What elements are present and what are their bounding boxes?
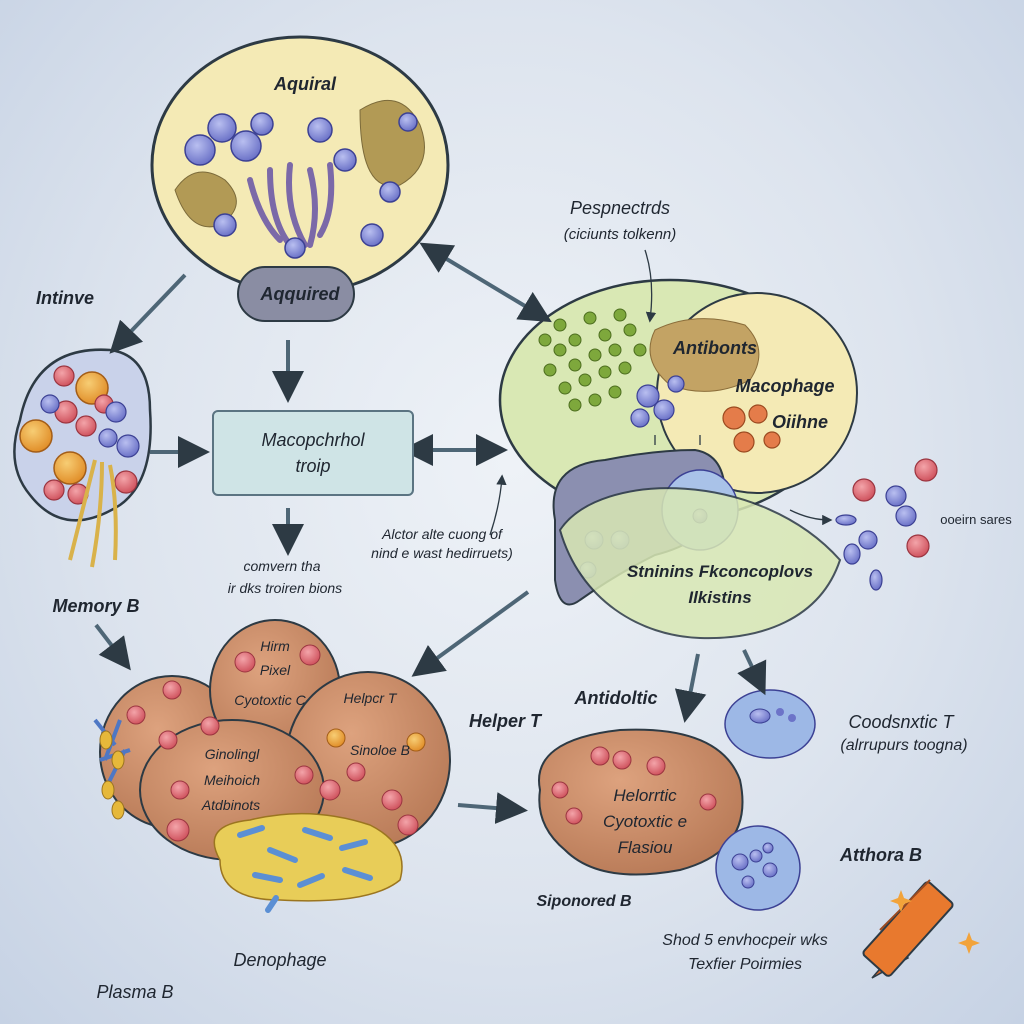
memory-cell-label-4: Helpcr T xyxy=(343,690,397,706)
coodsnxtic-t-cell xyxy=(724,689,816,759)
macophage-cell xyxy=(498,278,858,640)
label-coodsnxtic-t: Coodsnxtic T xyxy=(848,712,954,732)
label-siponored-b: Siponored B xyxy=(536,893,632,910)
label-alctor-2: nind e wast hedirruets) xyxy=(371,545,513,561)
macopchrhol-box: Macopchrhol troip xyxy=(212,410,414,496)
label-intinve: Intinve xyxy=(35,288,94,308)
label-aquiral: Aquiral xyxy=(273,74,336,94)
label-plasma-b: Plasma B xyxy=(96,982,174,1002)
label-denophage: Denophage xyxy=(233,950,327,970)
thin-pointer-lines xyxy=(489,249,833,536)
label-stninins-2: Ilkistins xyxy=(688,588,752,607)
label-helorrtic-2: Cyotoxtic e xyxy=(602,812,688,831)
memory-cell-label-7: Meihoich xyxy=(203,772,261,788)
label-helorrtic-3: Flasiou xyxy=(617,838,673,857)
label-pespnectrds: Pespnectrds xyxy=(569,198,671,218)
label-coodsnxtic-sub: (alrrupurs toogna) xyxy=(840,737,968,754)
label-pespnectrds-sub: (ciciunts tolkenn) xyxy=(563,226,677,243)
memory-cell-label-5: Sinoloe B xyxy=(350,742,410,758)
label-antibonts: Antibonts xyxy=(673,338,757,358)
label-antidoltic: Antidoltic xyxy=(574,688,658,708)
crayon-icon xyxy=(862,879,954,979)
label-macophage: Macophage xyxy=(735,376,835,396)
connector-arrows xyxy=(94,242,767,825)
label-shod-1: Shod 5 envhocpeir wks xyxy=(662,932,828,949)
label-stninins-1: Stninins Fkconcoplovs xyxy=(626,562,814,581)
label-convern-1: comvern tha xyxy=(243,558,321,574)
memory-cell-label-3: Cyotoxtic C xyxy=(234,692,306,708)
sparkle-icon xyxy=(890,890,980,954)
label-convern-2: ir dks troiren bions xyxy=(227,580,343,596)
box-line-1: Macopchrhol xyxy=(261,430,365,450)
label-helper-t: Helper T xyxy=(468,711,542,731)
atthora-b-cell xyxy=(715,825,801,911)
label-atthora-b: Atthora B xyxy=(840,845,922,865)
memory-cell-label-8: Atdbinots xyxy=(201,797,261,813)
label-ooein-sares: ooeirn sares xyxy=(940,512,1012,527)
label-helorrtic-1: Helorrtic xyxy=(613,786,677,805)
label-shod-2: Texfier Poirmies xyxy=(687,956,803,973)
memory-cell-label-6: Ginolingl xyxy=(204,746,260,762)
label-memory-b: Memory B xyxy=(52,596,140,616)
helorrtic-cell xyxy=(538,728,744,876)
label-alctor-1: Alctor alte cuong of xyxy=(382,526,502,542)
intinve-cell-cluster xyxy=(13,348,152,568)
label-aquired-badge: Aqquired xyxy=(260,284,340,304)
label-oiihne: Oiihne xyxy=(771,412,828,432)
memory-b-cluster xyxy=(93,619,451,913)
memory-cell-label-2: Pixel xyxy=(259,662,291,678)
box-line-2: troip xyxy=(295,456,331,476)
aquiral-cell xyxy=(150,35,450,322)
memory-cell-label-1: Hirm xyxy=(260,638,290,654)
scattered-cells xyxy=(835,458,938,591)
